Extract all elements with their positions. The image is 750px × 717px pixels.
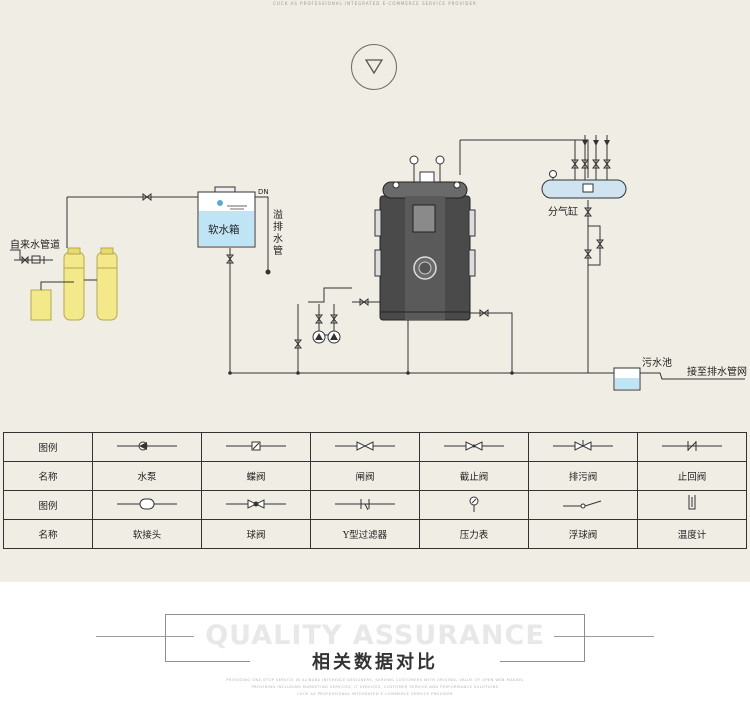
legend-name: 水泵 [92,461,202,491]
float-valve-icon [528,490,638,520]
header-small-text: CUCK AS PROFESSIONAL INTEGRATED E-COMMER… [273,1,477,6]
tank-outlet-valve [226,254,234,264]
label-tap-water-pipe: 自来水管道 [10,240,60,251]
feed-valve [142,193,152,201]
section-subtitle: 相关数据对比 [250,648,500,674]
quality-assurance-section: QUALITY ASSURANCE 相关数据对比 PROVIDING ONE-S… [0,600,750,717]
label-sewage-pool: 污水池 [642,358,672,369]
legend-name: 浮球阀 [528,519,638,549]
gate-valve-icon [310,432,420,462]
legend-header-symbol: 图例 [3,490,93,520]
legend-row-names-2: 名称 软接头 球阀 Y型过滤器 压力表 浮球阀 温度计 [3,519,747,549]
label-overflow-drain: 溢排水管 [273,210,283,257]
scroll-down-button[interactable] [351,44,397,90]
legend-header-name: 名称 [3,461,93,491]
pump-header [308,287,352,303]
gas-cylinder-bypass [588,225,601,266]
ball-valve-icon [201,490,311,520]
softener-tank-2 [96,251,118,321]
tap-branch [10,249,21,260]
steam-main [460,139,589,178]
boiler-system-diagram [10,135,745,391]
footer-small-text-2: PROVIDING INCLUDING MARKETING SERVICES, … [251,685,499,689]
footer-small-text-3: CUCK AS PROFESSIONAL INTEGRATED E-COMMER… [296,692,453,696]
boiler-blowdown [470,312,513,373]
legend-row-names-1: 名称 水泵 蝶阀 闸阀 截止阀 排污阀 止回阀 [3,461,747,491]
softener-tank-1 [63,251,85,321]
legend-name: 压力表 [419,519,529,549]
legend-name: 截止阀 [419,461,529,491]
divider-right [554,636,654,637]
butterfly-valve-icon [201,432,311,462]
legend-header-symbol: 图例 [3,432,93,462]
legend-table: 图例 名称 水泵 蝶阀 闸阀 截止阀 排污阀 止回阀 图例 名称 [3,432,747,549]
pump-bypass [318,304,335,336]
flexible-joint-icon [92,490,202,520]
legend-row-symbols-1: 图例 [3,432,747,462]
legend-name: 闸阀 [310,461,420,491]
legend-name: Y型过滤器 [310,519,420,549]
thermometer-icon [637,490,747,520]
legend-name: 排污阀 [528,461,638,491]
to-drain-network [640,372,745,380]
section-title: QUALITY ASSURANCE [205,620,545,651]
check-valve-icon [637,432,747,462]
label-dn: DN [258,188,269,196]
blowdown-valve-icon [528,432,638,462]
divider-left [96,636,194,637]
legend-header-name: 名称 [3,519,93,549]
blowdown-valve [479,309,489,317]
boiler-feed-valve [359,298,369,306]
globe-valve-icon [419,432,529,462]
label-to-drain-network: 接至排水管网 [687,367,747,378]
feed-pipe [67,196,201,215]
footer-small-text-1: PROVIDING ONE-STOP SERVICE IN ALIBABA IN… [226,678,524,682]
label-soft-water-tank: 软水箱 [208,224,240,236]
pressure-gauge-icon [419,490,529,520]
legend-name: 软接头 [92,519,202,549]
label-gas-cylinder: 分气缸 [548,207,578,218]
legend-name: 蝶阀 [201,461,311,491]
overflow-pipe [255,196,269,272]
legend-name: 温度计 [637,519,747,549]
boiler [374,155,476,321]
chevron-down-icon [365,59,383,75]
legend-name: 止回阀 [637,461,747,491]
y-strainer-icon [310,490,420,520]
pump-icon [92,432,202,462]
legend-name: 球阀 [201,519,311,549]
legend-row-symbols-2: 图例 [3,490,747,520]
